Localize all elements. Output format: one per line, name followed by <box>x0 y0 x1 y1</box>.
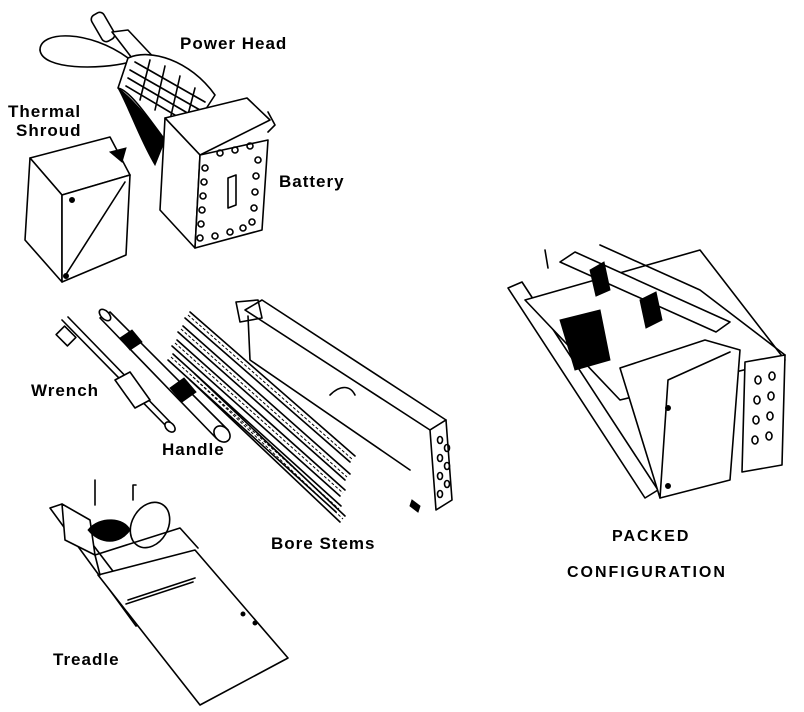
power-head-drawing <box>39 11 216 167</box>
label-packed: PACKED <box>612 528 691 545</box>
label-wrench: Wrench <box>31 381 100 400</box>
label-power-head: Power Head <box>180 34 288 53</box>
thermal-shroud-drawing <box>24 136 131 283</box>
battery-bolts <box>196 142 262 242</box>
packed-rack-holes <box>751 371 776 445</box>
battery-drawing <box>159 97 276 249</box>
treadle-drawing <box>49 479 289 706</box>
label-battery: Battery <box>279 172 345 191</box>
bore-stems-drawing <box>167 299 453 523</box>
label-handle: Handle <box>162 440 225 459</box>
label-bore-stems: Bore Stems <box>271 534 376 553</box>
rack-holes <box>436 435 451 499</box>
bore-stem-rods <box>167 311 356 523</box>
label-configuration: CONFIGURATION <box>567 564 727 581</box>
handle-drawing <box>98 308 231 443</box>
packed-configuration-drawing <box>507 244 786 499</box>
label-treadle: Treadle <box>53 650 120 669</box>
label-thermal-shroud-line1: Thermal <box>8 102 82 121</box>
label-thermal-shroud-line2: Shroud <box>16 121 82 140</box>
wrench-drawing <box>55 316 176 433</box>
